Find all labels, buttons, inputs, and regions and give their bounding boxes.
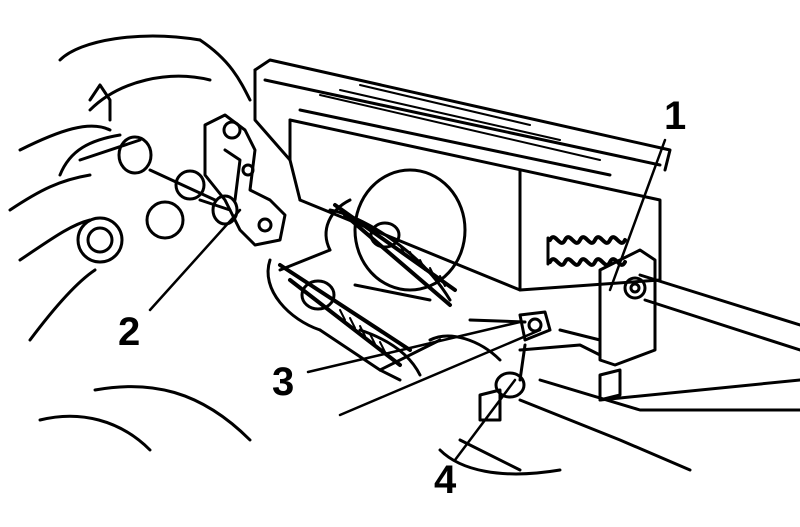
leader-line-1 xyxy=(608,138,667,292)
intake-duct xyxy=(266,168,467,382)
callout-3: 3 xyxy=(272,360,295,404)
hose-clamp-lower xyxy=(278,263,412,367)
throttle-lever-bracket xyxy=(203,113,287,247)
cable-adjuster xyxy=(468,310,602,422)
leader-line-3 xyxy=(306,320,522,374)
spring-bracket xyxy=(598,248,800,402)
callout-1: 1 xyxy=(664,94,687,138)
lower-frame xyxy=(428,334,800,476)
callout-4: 4 xyxy=(434,458,457,502)
leader-line-4 xyxy=(453,378,517,462)
leader-line-2 xyxy=(148,208,242,312)
hose-clamp-upper xyxy=(333,203,457,307)
leader-line-3b xyxy=(338,328,542,417)
background-lines xyxy=(8,34,252,452)
engine-fittings xyxy=(58,83,239,264)
throttle-return-spring xyxy=(546,235,627,267)
callout-2: 2 xyxy=(118,310,141,354)
leader-lines xyxy=(148,138,667,462)
